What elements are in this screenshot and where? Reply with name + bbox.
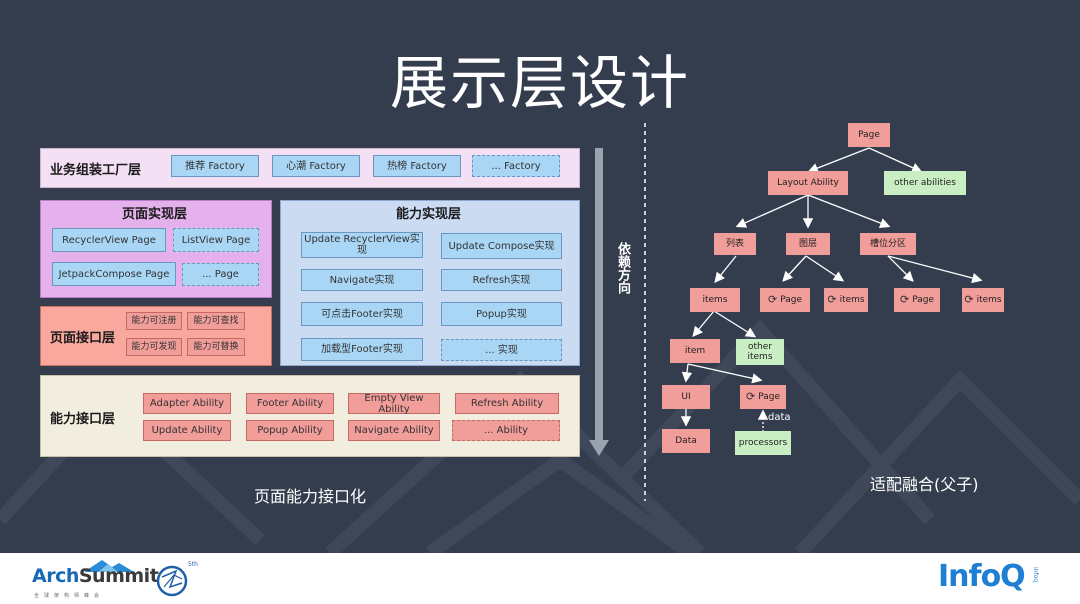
data-edge-label: data bbox=[768, 412, 791, 423]
tree-node-ui: UI bbox=[662, 385, 710, 409]
tree-node-page: Page bbox=[848, 123, 890, 147]
ability-interface-item: Footer Ability bbox=[246, 393, 334, 414]
tree-edges bbox=[680, 147, 983, 432]
ability-impl-item: 加载型Footer实现 bbox=[301, 338, 423, 361]
page-impl-item: JetpackCompose Page bbox=[52, 262, 176, 286]
ability-impl-item: Update Compose实现 bbox=[441, 233, 562, 259]
ability-interface-item: Update Ability bbox=[143, 420, 231, 441]
tree-node-layer-items: ⟳ items bbox=[824, 288, 868, 312]
ability-interface-item: ... Ability bbox=[452, 420, 560, 441]
archsummit-subtitle: 全球架构师峰会 bbox=[34, 593, 105, 599]
ability-interface-item: Adapter Ability bbox=[143, 393, 231, 414]
tree-node-label: items bbox=[839, 295, 865, 305]
infoq-subtitle: infoq bbox=[1032, 567, 1039, 583]
anniversary-badge-icon bbox=[156, 565, 188, 597]
tree-node-layer-page: ⟳ Page bbox=[760, 288, 810, 312]
tree-node-label: Page bbox=[758, 392, 780, 402]
ability-impl-item: 可点击Footer实现 bbox=[301, 302, 423, 326]
ability-impl-item: Refresh实现 bbox=[441, 269, 562, 291]
tree-node-slot-partition: 槽位分区 bbox=[860, 233, 916, 255]
slide-title: 展示层设计 bbox=[389, 49, 690, 117]
page-impl-item: RecyclerView Page bbox=[52, 228, 166, 252]
tree-node-item: item bbox=[670, 339, 720, 363]
left-caption: 页面能力接口化 bbox=[254, 487, 367, 506]
page-impl-item: ListView Page bbox=[173, 228, 259, 252]
tree-node-data: Data bbox=[662, 429, 710, 453]
separator-line bbox=[644, 123, 646, 501]
tree-node-label: items bbox=[976, 295, 1002, 305]
refresh-icon: ⟳ bbox=[827, 293, 837, 306]
ability-impl-layer-title: 能力实现层 bbox=[396, 207, 462, 222]
anniversary-badge-text: 5th bbox=[188, 561, 198, 568]
tree-node-layer: 图层 bbox=[786, 233, 830, 255]
ability-interface-layer-title: 能力接口层 bbox=[50, 412, 116, 427]
factory-layer-title: 业务组装工厂层 bbox=[50, 163, 142, 178]
page-interface-layer-title: 页面接口层 bbox=[50, 331, 116, 346]
ability-interface-layer bbox=[40, 375, 580, 457]
tree-node-list: 列表 bbox=[714, 233, 756, 255]
archsummit-logo: ArchSummit bbox=[32, 565, 159, 587]
tree-node-label: Page bbox=[780, 295, 802, 305]
page-impl-layer-title: 页面实现层 bbox=[122, 207, 188, 222]
refresh-icon: ⟳ bbox=[964, 293, 974, 306]
ability-interface-item: Refresh Ability bbox=[455, 393, 559, 414]
page-interface-item: 能力可查找 bbox=[187, 312, 245, 330]
slide: 展示层设计 业务组装工厂层 推荐 Factory 心潮 Factory 热榜 F… bbox=[0, 49, 1080, 553]
factory-item: 推荐 Factory bbox=[171, 155, 259, 177]
ability-interface-item: Navigate Ability bbox=[348, 420, 440, 441]
ability-impl-item: Navigate实现 bbox=[301, 269, 423, 291]
factory-item: 热榜 Factory bbox=[373, 155, 461, 177]
refresh-icon: ⟳ bbox=[899, 293, 910, 306]
right-caption: 适配融合(父子) bbox=[870, 475, 979, 494]
tree-node-processors: processors bbox=[735, 431, 791, 455]
page-interface-item: 能力可替换 bbox=[187, 338, 245, 356]
tree-node-slot-page: ⟳ Page bbox=[894, 288, 940, 312]
refresh-icon: ⟳ bbox=[745, 390, 756, 403]
infoq-logo: InfoQ bbox=[938, 559, 1026, 594]
mountain-logo-icon bbox=[84, 560, 134, 572]
ability-interface-item: Popup Ability bbox=[246, 420, 334, 441]
dependency-label: 依赖方向 bbox=[615, 242, 630, 294]
refresh-icon: ⟳ bbox=[767, 293, 778, 306]
tree-node-items: items bbox=[690, 288, 740, 312]
page-impl-item: ... Page bbox=[182, 263, 259, 286]
dependency-arrow bbox=[589, 148, 609, 456]
factory-item: 心潮 Factory bbox=[272, 155, 360, 177]
ability-interface-item: Empty View Ability bbox=[348, 393, 440, 415]
tree-node-other-items: other items bbox=[736, 339, 784, 365]
ability-impl-item: Update RecyclerView实现 bbox=[301, 232, 423, 258]
factory-item: ... Factory bbox=[472, 155, 560, 177]
ability-impl-item: ... 实现 bbox=[441, 339, 562, 361]
ability-impl-item: Popup实现 bbox=[441, 302, 562, 326]
tree-node-layout-ability: Layout Ability bbox=[768, 171, 848, 195]
page-interface-item: 能力可发现 bbox=[126, 338, 182, 356]
footer: ArchSummit 全球架构师峰会 5th InfoQ infoq bbox=[0, 553, 1080, 604]
page-interface-item: 能力可注册 bbox=[126, 312, 182, 330]
tree-node-other-abilities: other abilities bbox=[884, 171, 966, 195]
tree-node-item-page: ⟳ Page bbox=[740, 385, 786, 409]
tree-node-label: Page bbox=[912, 295, 934, 305]
tree-node-slot-items: ⟳ items bbox=[962, 288, 1004, 312]
